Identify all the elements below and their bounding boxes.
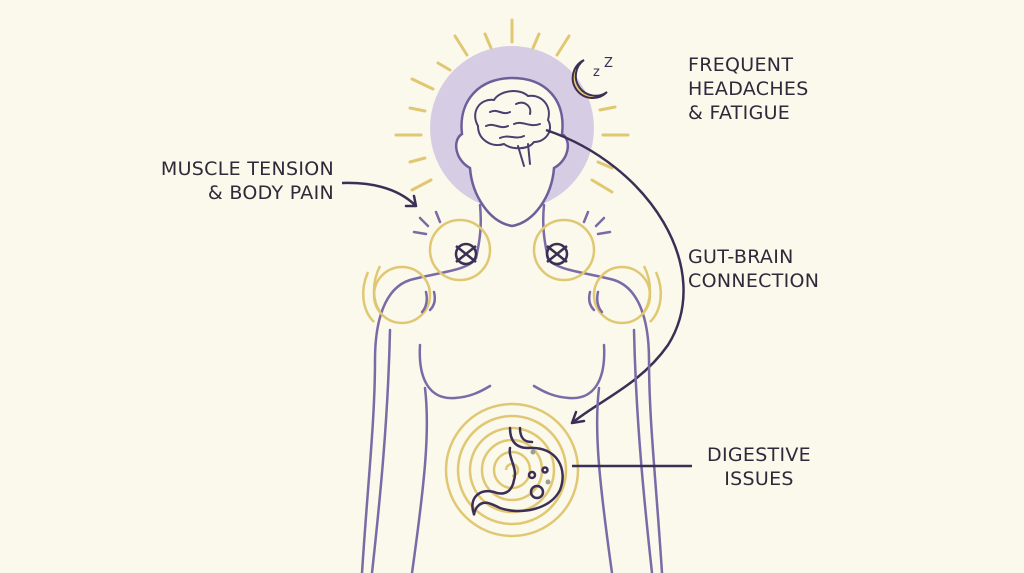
gut-brain-arrow bbox=[545, 128, 685, 424]
stomach-icon bbox=[471, 426, 564, 516]
label-muscle-tension: MUSCLE TENSION & BODY PAIN bbox=[160, 158, 334, 204]
crescent-moon-icon bbox=[571, 59, 608, 99]
muscle-tension-rings bbox=[361, 218, 663, 325]
torso-outline bbox=[360, 203, 664, 573]
digestive-spiral bbox=[444, 402, 580, 538]
knot-icon bbox=[454, 242, 569, 266]
label-gut-brain: GUT-BRAIN CONNECTION bbox=[688, 246, 820, 292]
svg-text:Z: Z bbox=[604, 56, 613, 71]
headache-rays bbox=[394, 18, 630, 194]
brain-icon bbox=[474, 90, 552, 167]
zz-icon: z bbox=[593, 65, 600, 80]
label-headaches-fatigue: FREQUENT HEADACHES & FATIGUE bbox=[688, 54, 809, 124]
label-digestive: DIGESTIVE ISSUES bbox=[707, 444, 811, 490]
muscle-tension-arrow bbox=[341, 181, 417, 207]
head-outline bbox=[454, 76, 570, 228]
tension-marks bbox=[412, 210, 612, 314]
